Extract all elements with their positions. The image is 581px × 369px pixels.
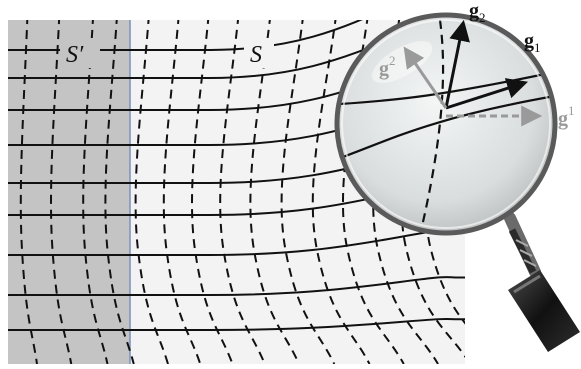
- label-s-prime-backdrop: [60, 38, 100, 68]
- dashed-coordinate-curve: [82, 20, 109, 364]
- label-g-upper-1: g1: [558, 103, 575, 130]
- dashed-coordinate-curve: [400, 20, 465, 358]
- magnifier-handle: [504, 212, 580, 352]
- solid-coordinate-curve: [8, 317, 465, 331]
- magnifying-glass-icon: [334, 12, 558, 236]
- region-label-s: S: [250, 42, 262, 68]
- label-g-lower-1: g1: [524, 30, 541, 55]
- dashed-coordinate-curve: [219, 20, 266, 364]
- label-s-backdrop: [244, 38, 274, 68]
- dashed-coordinate-curve: [191, 20, 234, 364]
- magnifier-rim: [334, 12, 558, 236]
- shaded-region-s-prime: [8, 20, 130, 364]
- solid-coordinate-curve: [8, 276, 465, 296]
- basis-vector-g-lower-1: [445, 78, 528, 110]
- dashed-coordinate-curve: [19, 20, 38, 364]
- label-g-lower-2: g2: [469, 0, 486, 25]
- label-g-upper-2: g2: [379, 53, 396, 80]
- dashed-coordinate-curve: [162, 20, 202, 364]
- region-label-s-prime: S′: [66, 42, 84, 68]
- magnified-dashed-curve: [418, 19, 445, 233]
- dashed-coordinate-curve: [50, 20, 73, 364]
- dual-vector-g-upper-2: [403, 46, 448, 109]
- magnified-solid-curve: [339, 94, 555, 160]
- dashed-coordinate-curve: [372, 20, 439, 364]
- basis-vector-g-lower-2: [444, 19, 470, 109]
- dashed-coordinate-curve: [342, 20, 405, 364]
- dashed-coordinate-curve: [134, 20, 169, 364]
- dashed-coordinate-curve: [104, 20, 135, 364]
